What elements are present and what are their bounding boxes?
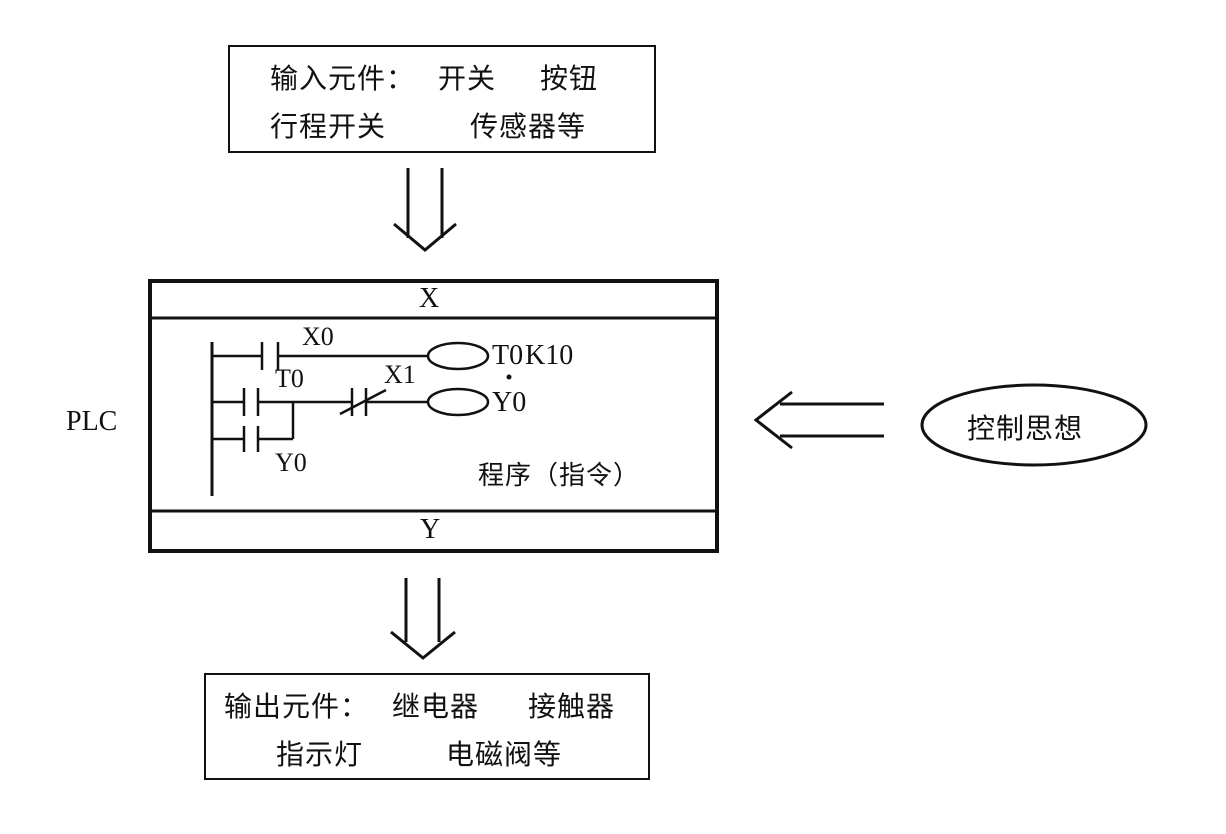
label-coil-t0: T0 bbox=[492, 340, 524, 371]
output-item-solenoid-valve: 电磁阀等 bbox=[446, 738, 563, 771]
output-item-relay: 继电器 bbox=[392, 690, 480, 723]
label-timer-setting-k10: K10 bbox=[525, 340, 574, 371]
plc-box bbox=[148, 279, 719, 553]
left-arrow-icon-control bbox=[753, 390, 884, 450]
down-arrow-icon-output bbox=[390, 578, 456, 660]
input-item-switch: 开关 bbox=[438, 62, 497, 95]
input-elements-box: 输入元件： 开关 按钮 行程开关 传感器等 bbox=[228, 45, 656, 153]
coil-y0 bbox=[426, 387, 490, 417]
input-item-travel-switch: 行程开关 bbox=[270, 110, 387, 143]
plc-output-section-y: Y bbox=[420, 514, 441, 545]
output-label: 输出元件： bbox=[224, 690, 370, 723]
plc-input-section-x: X bbox=[419, 283, 440, 314]
separator-dot bbox=[506, 374, 512, 380]
ladder-rung-2 bbox=[212, 387, 490, 417]
input-item-sensor: 传感器等 bbox=[470, 110, 587, 143]
ladder-rung-3 bbox=[212, 402, 295, 452]
program-caption: 程序（指令） bbox=[478, 461, 641, 491]
coil-t0 bbox=[426, 341, 490, 371]
input-item-button: 按钮 bbox=[540, 62, 599, 95]
label-coil-y0: Y0 bbox=[492, 387, 527, 418]
input-label: 输入元件： bbox=[270, 62, 416, 95]
label-contact-x0: X0 bbox=[302, 322, 334, 351]
label-contact-x1: X1 bbox=[384, 360, 416, 389]
output-item-contactor: 接触器 bbox=[528, 690, 616, 723]
plc-label: PLC bbox=[66, 406, 118, 437]
label-contact-y0: Y0 bbox=[275, 448, 307, 477]
ladder-rung-1 bbox=[212, 341, 490, 371]
output-elements-box: 输出元件： 继电器 接触器 指示灯 电磁阀等 bbox=[204, 673, 650, 780]
label-contact-t0: T0 bbox=[275, 364, 304, 393]
down-arrow-icon-input bbox=[393, 168, 457, 252]
control-idea-label: 控制思想 bbox=[967, 412, 1084, 445]
output-item-indicator: 指示灯 bbox=[276, 738, 364, 771]
control-idea-ellipse bbox=[920, 383, 1148, 467]
contact-x1-slash bbox=[339, 388, 387, 416]
